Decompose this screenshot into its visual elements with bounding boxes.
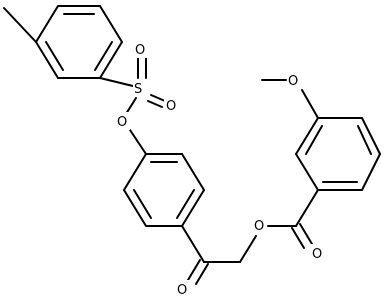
s-o-double-bond: [150, 94, 166, 102]
methyl-bond: [3, 7, 37, 43]
methoxy-oxygen-label: O: [288, 74, 298, 89]
c-o-double-bond: [195, 263, 209, 285]
bond: [99, 41, 123, 79]
bond: [99, 5, 123, 43]
double-bond-inner: [94, 41, 113, 71]
bond: [295, 153, 319, 191]
tosyl-ring: [35, 5, 123, 79]
c-o-double-bond: [291, 227, 305, 249]
bond: [99, 77, 134, 87]
bond: [123, 153, 147, 191]
ketone-oxygen-label: O: [177, 283, 187, 298]
bond: [361, 117, 381, 155]
carbonyl-oxygen-label: O: [312, 247, 322, 262]
double-bond-inner: [305, 125, 323, 155]
ester-oxygen-label: O: [254, 219, 264, 234]
benzoate-ring: [295, 117, 381, 191]
bond: [295, 189, 319, 227]
s-o-double-bond: [147, 100, 163, 108]
bond: [239, 235, 257, 263]
bond: [295, 117, 319, 155]
sulfonyl-oxygen-label: O: [135, 43, 145, 58]
c-o-double-bond: [187, 259, 201, 281]
sulfonyl-oxygen-label: O: [166, 99, 176, 114]
bond: [301, 89, 319, 119]
double-bond-inner: [45, 41, 64, 71]
bond: [35, 5, 59, 43]
double-bond-inner: [176, 189, 195, 219]
c-o-double-bond: [299, 223, 313, 245]
s-o-single-bond: [125, 97, 137, 115]
bond: [361, 153, 381, 191]
phenylene-ring: [123, 153, 205, 227]
bond: [35, 41, 59, 79]
bond: [181, 189, 205, 227]
bond: [181, 153, 205, 191]
bond: [123, 189, 147, 227]
sulfur-label: S: [134, 82, 142, 97]
double-bond-inner: [133, 189, 152, 219]
ester-oxygen-label: O: [117, 115, 127, 130]
bond: [129, 129, 147, 155]
bond: [181, 225, 205, 263]
double-bond-inner: [357, 125, 372, 155]
